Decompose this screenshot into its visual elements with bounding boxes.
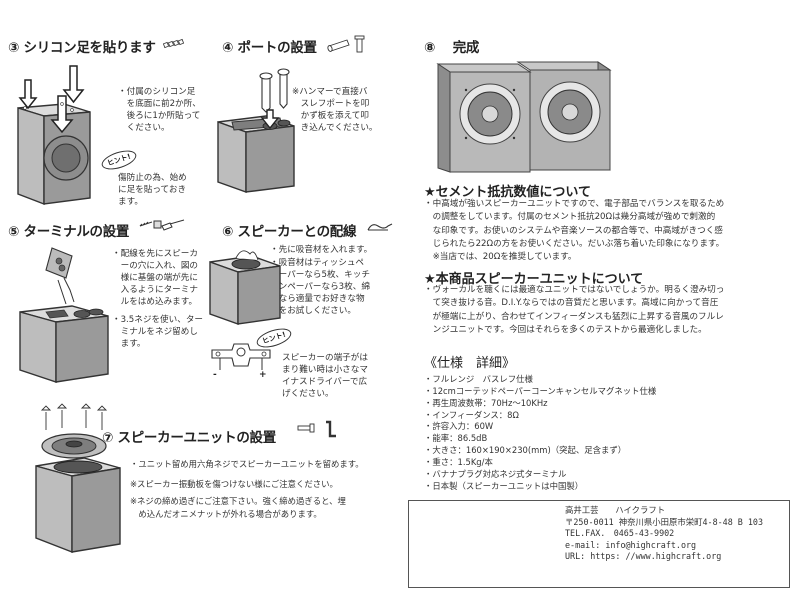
speaker-box-port-illustration xyxy=(217,68,295,193)
step3-hint-text: 傷防止の為、始め に足を貼っておき ます。 xyxy=(118,173,187,207)
specs-title: 《仕様 詳細》 xyxy=(424,356,516,371)
cement-section-title: ★セメント抵抗数値について xyxy=(424,185,592,200)
step6-note1: ・先に吸音材を入れます。 xyxy=(270,245,373,255)
spec-item: ・バナナプラグ対応ネジ式ターミナル xyxy=(424,468,567,479)
spec-item: ・インフィーダンス：8Ω xyxy=(424,409,519,420)
spec-item: ・フルレンジ バスレフ仕様 xyxy=(424,374,533,384)
spec-item: ・日本製（スピーカーユニットは中国製） xyxy=(424,480,584,491)
speaker-box-bottom-illustration xyxy=(17,65,91,206)
spec-item: ・大きさ：160×190×230(mm)（突起、足含まず） xyxy=(424,445,627,456)
sound-absorber-box-illustration xyxy=(209,250,281,325)
step4-note: ※ハンマーで直接バ スレフポートを叩 かず板を添えて叩 き込んでください。 xyxy=(292,87,378,133)
company-email[interactable]: e-mail: info@highcraft.org xyxy=(565,539,697,550)
spec-item: ・12cmコーテッドペーパーコーンキャンセルマグネット仕様 xyxy=(424,385,657,396)
step6-hint-text: スピーカーの端子がは まり難い時は小さなマ イナスドライバーで広 げください。 xyxy=(282,353,368,399)
wiring-cable-icon xyxy=(367,223,393,231)
completed-speakers-illustration xyxy=(436,61,612,173)
step5-note1: ・配線を先にスピーカ ーの穴に入れ、図の 様に基盤の端が先に 入るようにターミナ… xyxy=(112,249,199,307)
step8-title: ⑧ 完成 xyxy=(424,40,480,56)
speaker-unit-install-illustration xyxy=(35,403,121,554)
company-url[interactable]: URL: https: //www.highcraft.org xyxy=(565,551,722,562)
silicone-feet-icon xyxy=(162,38,185,49)
speaker-terminal-plate-illustration xyxy=(211,343,271,370)
company-tel: TEL.FAX. 0465-43-9902 xyxy=(565,528,675,539)
spec-item: ・能率：86.5dB xyxy=(424,433,488,444)
cement-section-body: ・中高域が強いスピーカーユニットですので、電子部品でバランスを取るため の調整を… xyxy=(424,199,725,263)
terminal-install-illustration xyxy=(19,247,109,383)
step5-note2: ・3.5ネジを使い、ター ミナルをネジ留めし ます。 xyxy=(112,315,204,349)
spec-item: ・再生周波数帯：70Hz～10KHz xyxy=(424,397,548,408)
company-info-box: 高井工芸 ハイクラフト 〒250-0011 神奈川県小田原市栄町4-8-48 B… xyxy=(408,500,790,588)
step3-title: ③ シリコン足を貼ります xyxy=(8,40,156,56)
spec-item: ・許容入力：60W xyxy=(424,421,494,432)
step6-note2: ・吸音材はティッシュペ ーパーなら5枚、キッチ ンペーパーなら3枚、綿 なら適量… xyxy=(270,258,370,316)
step3-note: ・付属のシリコン足 を底面に前2か所、 後ろに1か所貼って ください。 xyxy=(118,87,201,133)
step7-note2: ※スピーカー振動板を傷つけない様にご注意ください。 xyxy=(130,479,338,489)
terminal-minus-label: - xyxy=(213,370,217,380)
screwdriver-icon xyxy=(139,219,185,231)
terminal-plus-label: + xyxy=(259,370,267,380)
step6-title: ⑥ スピーカーとの配線 xyxy=(222,224,357,240)
step7-note1: ・ユニット留め用六角ネジでスピーカーユニットを留めます。 xyxy=(130,459,364,469)
spec-item: ・重さ：1.5Kg/本 xyxy=(424,456,493,467)
step5-title: ⑤ ターミナルの設置 xyxy=(8,224,130,240)
step7-note3: ※ネジの締め過ぎにご注意下さい。強く締め過ぎると、埋 め込んだオニメナットが外れ… xyxy=(130,496,346,520)
company-name: 高井工芸 ハイクラフト xyxy=(565,505,666,515)
specs-list: ・フルレンジ バスレフ仕様 ・12cmコーテッドペーパーコーンキャンセルマグネッ… xyxy=(424,374,656,492)
about-section-body: ・ヴォーカルを聴くには最適なユニットではないでしょうか。明るく澄み切っ て突き抜… xyxy=(424,285,725,335)
hex-screw-icon xyxy=(297,420,336,438)
company-address: 〒250-0011 神奈川県小田原市栄町4-8-48 B 103 xyxy=(565,516,764,527)
about-section-title: ★本商品スピーカーユニットについて xyxy=(424,272,644,287)
port-tube-icon xyxy=(327,35,365,53)
step4-title: ④ ポートの設置 xyxy=(222,40,317,56)
step7-title: ⑦ スピーカーユニットの設置 xyxy=(102,430,276,446)
